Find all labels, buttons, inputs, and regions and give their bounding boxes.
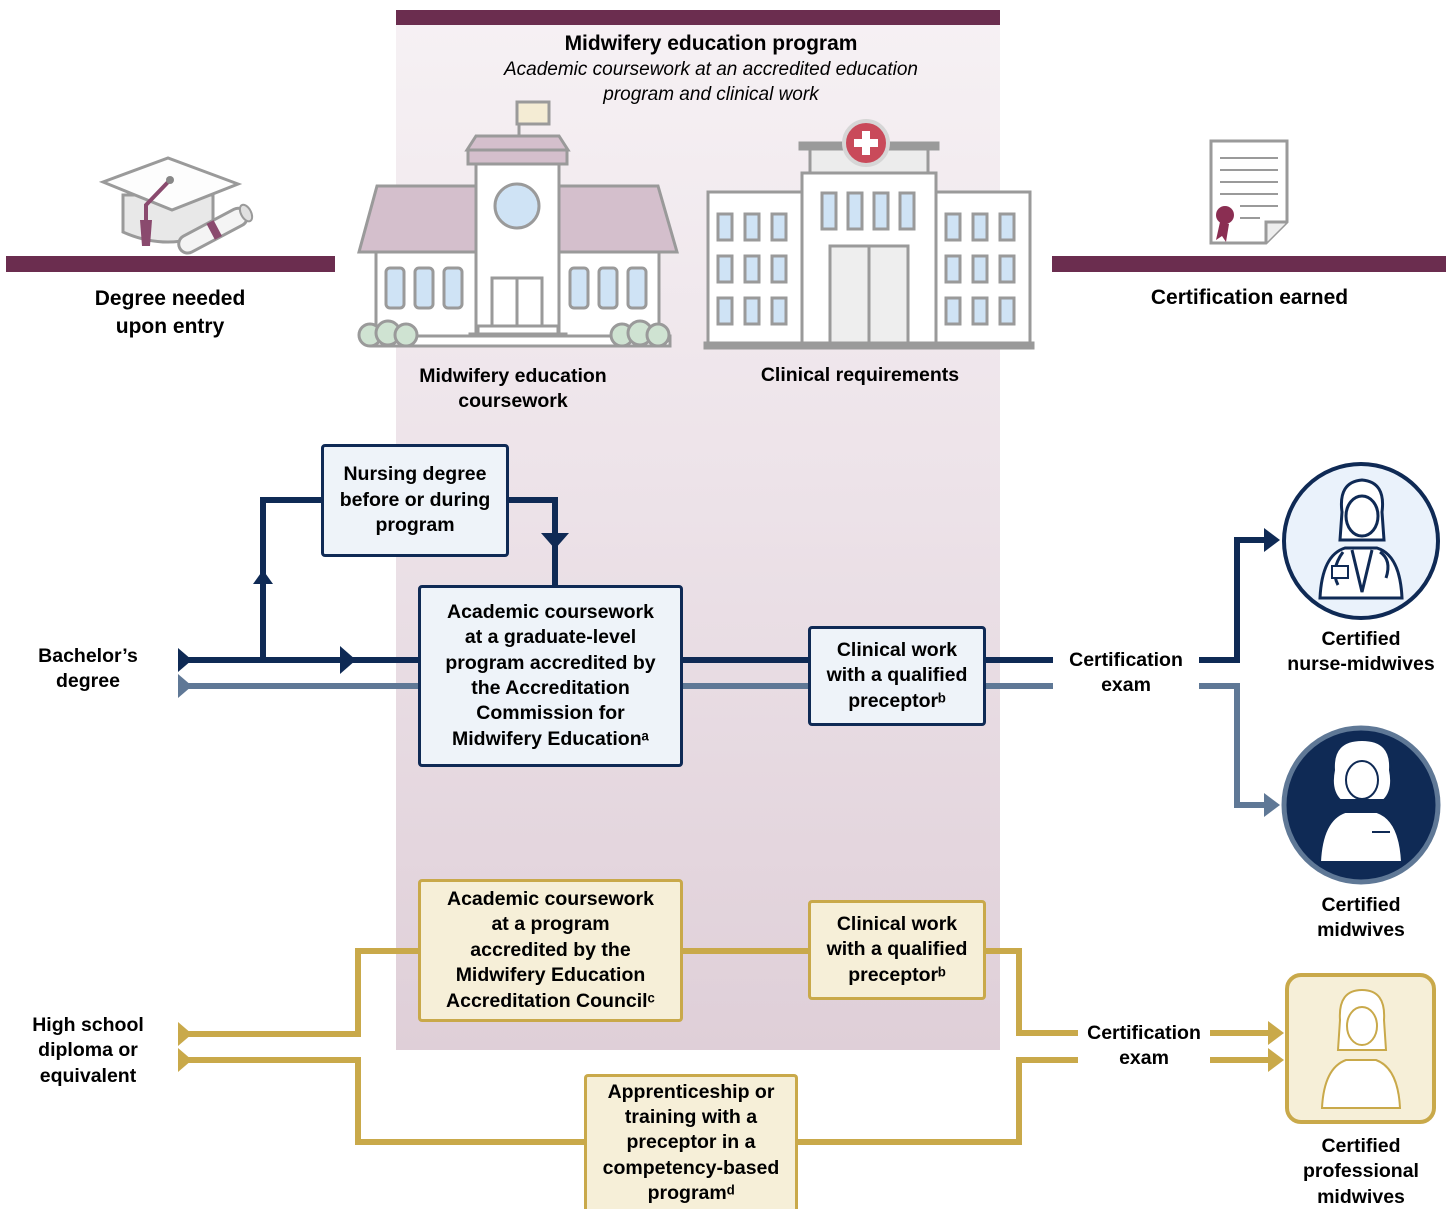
left-divider-bar bbox=[6, 256, 335, 272]
program-title: Midwifery education program bbox=[564, 32, 858, 55]
clinical-requirements-label: Clinical requirements bbox=[760, 364, 960, 386]
program-panel-header-bar bbox=[396, 10, 1000, 25]
certification-exam-bottom-label: Certification exam bbox=[1078, 1021, 1210, 1072]
acme-coursework-text: Academic coursework at a graduate-level … bbox=[445, 600, 656, 750]
clinical-work-gold-text: Clinical work with a qualified preceptor… bbox=[826, 912, 968, 986]
degree-needed-label: Degree needed upon entry bbox=[94, 287, 246, 339]
high-school-label: High school diploma or equivalent bbox=[32, 1014, 144, 1087]
certification-exam-top-label: Certification exam bbox=[1056, 648, 1196, 699]
cnm-label: Certified nurse-midwives bbox=[1287, 628, 1435, 676]
nursing-degree-box: Nursing degree before or during program bbox=[321, 444, 509, 557]
navy-arrowheads bbox=[178, 528, 1280, 674]
gold-arrowheads bbox=[178, 1021, 1284, 1072]
meac-coursework-text: Academic coursework at a program accredi… bbox=[446, 888, 655, 1012]
right-divider-bar bbox=[1052, 256, 1446, 272]
apprenticeship-text: Apprenticeship or training with a precep… bbox=[602, 1080, 780, 1205]
apprenticeship-box: Apprenticeship or training with a precep… bbox=[584, 1074, 798, 1209]
program-subtitle: Academic coursework at an accredited edu… bbox=[503, 59, 918, 105]
certification-earned-label: Certification earned bbox=[1150, 286, 1349, 309]
cpm-label: Certified professional midwives bbox=[1303, 1135, 1419, 1208]
nurse-midwife-icon bbox=[1282, 462, 1440, 620]
hospital-icon bbox=[703, 119, 1035, 350]
graduation-cap-icon bbox=[98, 156, 254, 255]
bachelors-degree-label: Bachelor’s degree bbox=[38, 645, 138, 693]
school-building-icon bbox=[357, 100, 679, 348]
coursework-label: Midwifery education coursework bbox=[419, 365, 607, 413]
nursing-degree-text: Nursing degree before or during program bbox=[339, 463, 491, 537]
midwife-icon bbox=[1281, 725, 1441, 885]
clinical-work-navy-box: Clinical work with a qualified preceptor… bbox=[808, 626, 986, 726]
professional-midwife-icon bbox=[1285, 973, 1436, 1124]
meac-coursework-box: Academic coursework at a program accredi… bbox=[418, 879, 683, 1022]
cm-label: Certified midwives bbox=[1317, 894, 1405, 942]
gold-pathway bbox=[184, 948, 1270, 1145]
slate-pathway bbox=[184, 683, 1266, 808]
slate-arrowheads bbox=[178, 674, 1280, 817]
certificate-icon bbox=[1209, 139, 1289, 245]
clinical-work-navy-text: Clinical work with a qualified preceptor… bbox=[826, 638, 968, 712]
navy-pathway bbox=[184, 497, 1266, 663]
acme-coursework-box: Academic coursework at a graduate-level … bbox=[418, 585, 683, 767]
clinical-work-gold-box: Clinical work with a qualified preceptor… bbox=[808, 900, 986, 1000]
